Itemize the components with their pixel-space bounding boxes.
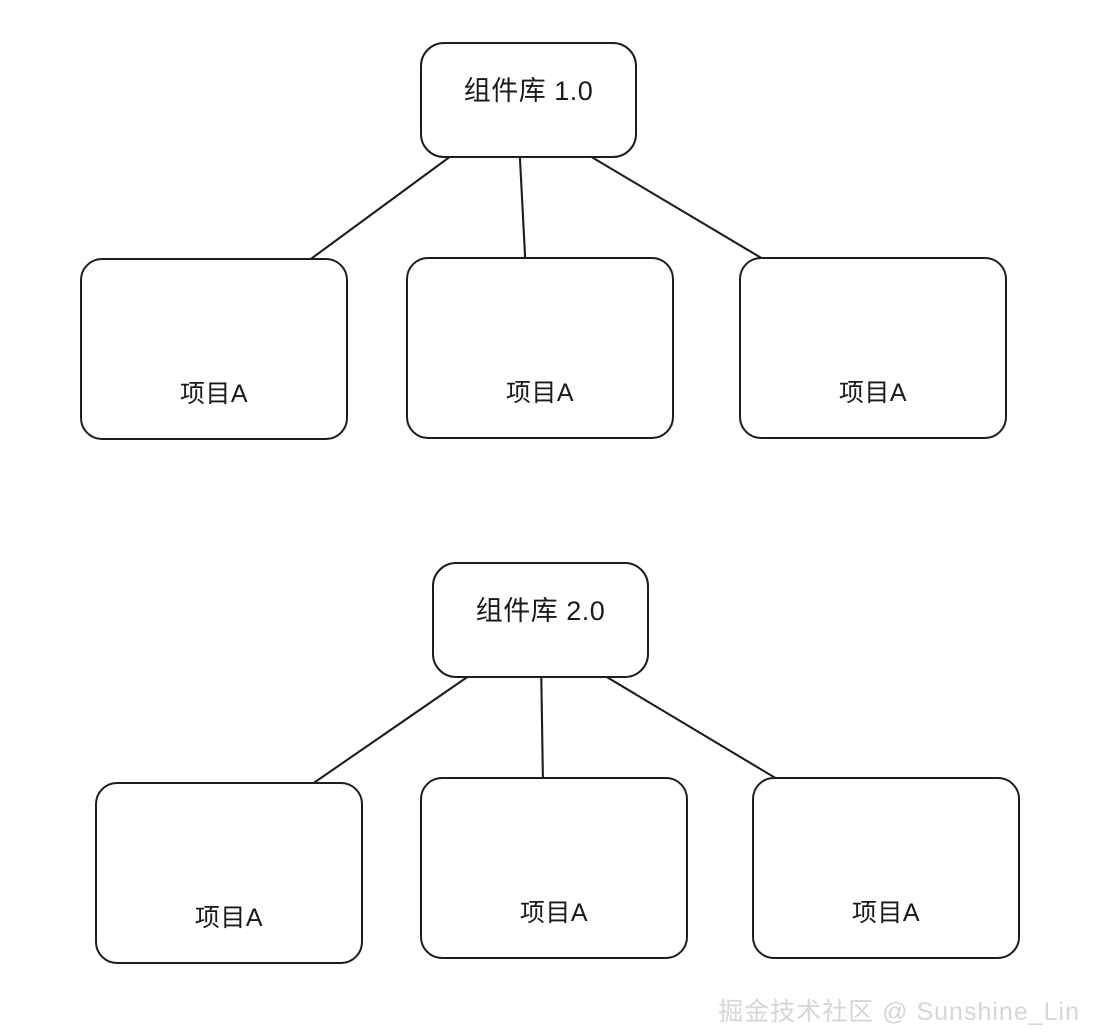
node-v2-child-2[interactable]: 项目A bbox=[420, 777, 688, 959]
node-v1-child-2[interactable]: 项目A bbox=[406, 257, 674, 439]
node-v2-child-1-label: 项目A bbox=[194, 904, 264, 932]
watermark-text: 掘金技术社区 @ Sunshine_Lin bbox=[718, 998, 1080, 1026]
node-v1-child-2-label: 项目A bbox=[505, 379, 575, 407]
node-v2-child-3[interactable]: 项目A bbox=[752, 777, 1020, 959]
node-v2-child-3-label: 项目A bbox=[851, 899, 921, 927]
node-root-v1[interactable]: 组件库 1.0 bbox=[420, 42, 637, 158]
node-v1-child-3[interactable]: 项目A bbox=[739, 257, 1007, 439]
node-root-v1-label: 组件库 1.0 bbox=[463, 75, 594, 106]
node-v2-child-1[interactable]: 项目A bbox=[95, 782, 363, 964]
node-v2-child-2-label: 项目A bbox=[519, 899, 589, 927]
node-v1-child-1-label: 项目A bbox=[179, 380, 249, 408]
node-root-v2-label: 组件库 2.0 bbox=[475, 595, 606, 626]
node-v1-child-1[interactable]: 项目A bbox=[80, 258, 348, 440]
node-v1-child-3-label: 项目A bbox=[838, 379, 908, 407]
node-root-v2[interactable]: 组件库 2.0 bbox=[432, 562, 649, 678]
